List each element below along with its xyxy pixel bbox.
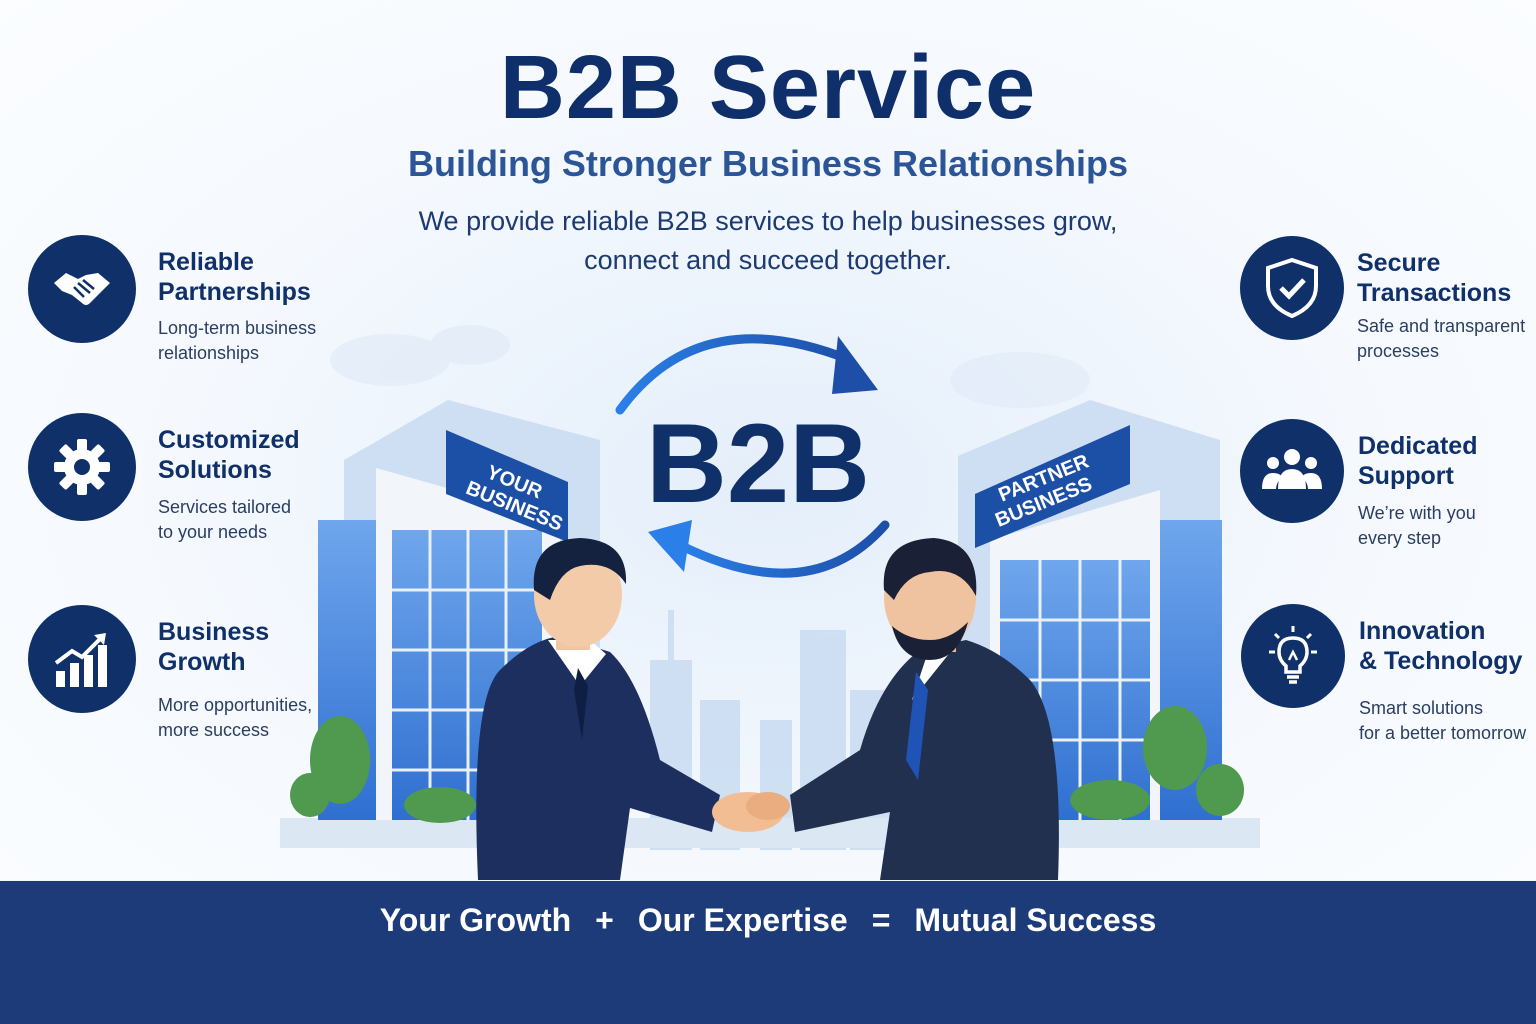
right-businessman xyxy=(790,538,1059,880)
feature-title-line-1: Secure xyxy=(1357,249,1441,277)
handshake-icon xyxy=(28,235,136,343)
feature-title-line-1: Dedicated xyxy=(1358,432,1478,460)
feature-desc-line-2: to your needs xyxy=(158,522,268,542)
b2b-center-label: B2B xyxy=(646,401,870,526)
feature-title-line-2: Support xyxy=(1358,462,1454,490)
handshake-illustration: YOUR BUSINESS PARTNER BUSINESS B2B xyxy=(280,325,1260,880)
intro-line-2: connect and succeed together. xyxy=(584,245,952,275)
footer-plus-sign: + xyxy=(595,902,614,938)
left-building-sign xyxy=(446,430,568,542)
growth-chart-icon xyxy=(28,605,136,713)
feature-desc-line-2: more success xyxy=(158,720,270,740)
cycle-arrows-icon xyxy=(615,334,890,578)
intro-line-1: We provide reliable B2B services to help… xyxy=(418,206,1118,236)
footer-equals-sign: = xyxy=(871,902,891,938)
intro-text: We provide reliable B2B services to help… xyxy=(368,202,1168,280)
feature-title-line-2: & Technology xyxy=(1359,647,1523,675)
feature-title-line-2: Solutions xyxy=(158,456,272,484)
feature-title-line-1: Innovation xyxy=(1359,617,1486,645)
page-subtitle: Building Stronger Business Relationships xyxy=(407,143,1129,184)
feature-desc-line-1: Long-term business xyxy=(158,318,317,338)
gear-icon xyxy=(28,413,136,521)
feature-desc-line-2: every step xyxy=(1358,528,1442,548)
feature-desc-line-1: More opportunities, xyxy=(158,695,313,715)
lightbulb-icon xyxy=(1241,604,1345,708)
team-icon xyxy=(1240,419,1344,523)
feature-desc-line-2: processes xyxy=(1357,341,1440,361)
feature-desc-line-2: for a better tomorrow xyxy=(1359,723,1527,743)
shield-check-icon xyxy=(1240,236,1344,340)
page-title: B2B Service xyxy=(499,38,1037,138)
handshake-hands xyxy=(712,792,790,832)
sky-clouds xyxy=(330,325,1090,408)
feature-desc-line-1: We’re with you xyxy=(1358,503,1476,523)
feature-title-line-1: Customized xyxy=(158,426,300,454)
feature-title-line-2: Growth xyxy=(158,648,246,676)
feature-title-line-1: Business xyxy=(158,618,270,646)
feature-desc-line-1: Smart solutions xyxy=(1359,698,1484,718)
trees xyxy=(290,706,1244,823)
right-building-sign xyxy=(975,425,1130,548)
feature-desc-line-2: relationships xyxy=(158,343,260,363)
feature-title-line-1: Reliable xyxy=(158,248,254,276)
footer-term-expertise: Our Expertise xyxy=(637,902,848,938)
footer-equation: Your Growth + Our Expertise = Mutual Success xyxy=(0,898,1536,942)
footer-term-growth: Your Growth xyxy=(379,902,572,938)
feature-desc-line-1: Services tailored xyxy=(158,497,292,517)
footer-term-success: Mutual Success xyxy=(914,902,1157,938)
feature-desc-line-1: Safe and transparent xyxy=(1357,316,1526,336)
feature-title-line-2: Partnerships xyxy=(158,278,311,306)
feature-title-line-2: Transactions xyxy=(1357,279,1512,307)
left-businessman xyxy=(476,538,720,880)
footer-bar xyxy=(0,881,1536,1024)
